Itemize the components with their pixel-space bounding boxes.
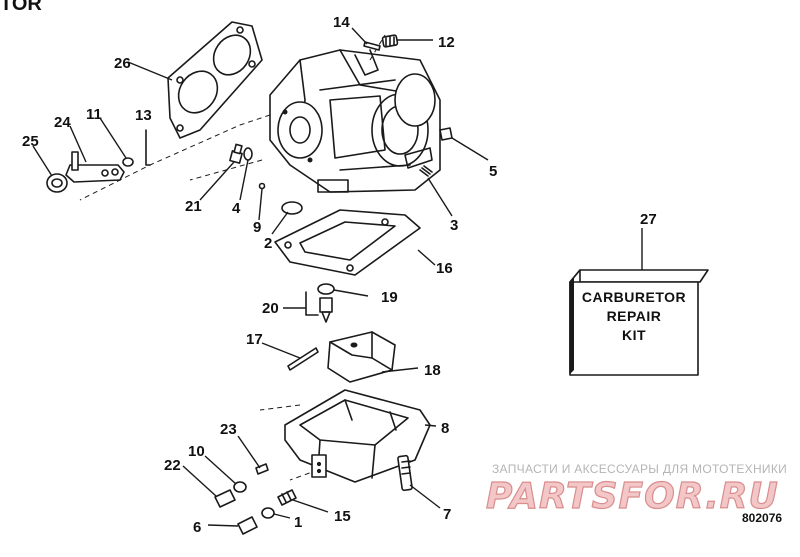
callout-18: 18 <box>424 362 441 379</box>
part-17-float-pin <box>287 347 319 371</box>
part-15-screw <box>277 489 297 506</box>
part-7-bolt <box>397 454 413 492</box>
watermark: ЗАПЧАСТИ И АКСЕССУАРЫ ДЛЯ МОТОТЕХНИКИ PA… <box>485 462 787 518</box>
callout-8: 8 <box>441 420 449 437</box>
callout-17: 17 <box>246 331 263 348</box>
part-25-ball-socket <box>46 173 68 193</box>
part-4-washer <box>243 147 253 161</box>
callout-6: 6 <box>193 519 201 536</box>
part-14-pin <box>363 41 381 51</box>
callout-7: 7 <box>443 506 451 523</box>
callout-5: 5 <box>489 163 497 180</box>
callout-27: 27 <box>640 211 657 228</box>
callout-9: 9 <box>253 219 261 236</box>
part-16-float-bowl-gasket <box>274 209 421 276</box>
part-1-gasket <box>261 507 275 519</box>
callout-13: 13 <box>135 107 152 124</box>
part-24-throttle-link <box>65 151 125 183</box>
callout-labels: 26 14 12 5 3 11 13 24 25 21 4 9 2 16 19 … <box>22 14 657 536</box>
part-26-flange-gasket <box>167 21 263 139</box>
callout-10: 10 <box>188 443 205 460</box>
part-3-spring <box>419 165 433 177</box>
part-23-screw <box>255 463 269 475</box>
callout-20: 20 <box>262 300 279 317</box>
watermark-tagline: ЗАПЧАСТИ И АКСЕССУАРЫ ДЛЯ МОТОТЕХНИКИ <box>492 462 787 476</box>
callout-4: 4 <box>232 200 241 217</box>
watermark-brand: PARTSFOR.RU <box>486 476 779 517</box>
callout-23: 23 <box>220 421 237 438</box>
callout-3: 3 <box>450 217 458 234</box>
callout-21: 21 <box>185 198 202 215</box>
part-11-washer <box>122 157 134 167</box>
callout-19: 19 <box>381 289 398 306</box>
part-22-drain-plug <box>214 489 236 508</box>
dashed-alignment-line <box>259 404 301 411</box>
part-21-jet <box>229 143 243 164</box>
callout-24: 24 <box>54 114 71 131</box>
figure-code: 802076 <box>742 511 782 525</box>
part-8-float-bowl <box>284 389 431 483</box>
callout-14: 14 <box>333 14 350 31</box>
callout-2: 2 <box>264 235 272 252</box>
part-27-repair-kit-box: CARBURETOR REPAIR KIT <box>569 269 709 376</box>
part-5-screw <box>439 127 453 141</box>
part-18-float <box>327 331 396 383</box>
page-title-fragment: TOR <box>0 0 42 15</box>
carburetor-body <box>269 49 441 193</box>
part-19-gasket-ring <box>317 283 335 295</box>
kit-label-line2: REPAIR <box>607 308 662 324</box>
part-20-needle-and-seat <box>305 291 333 323</box>
callout-16: 16 <box>436 260 453 277</box>
callout-12: 12 <box>438 34 455 51</box>
callout-15: 15 <box>334 508 351 525</box>
callout-11: 11 <box>86 106 102 123</box>
part-10-gasket <box>233 481 247 493</box>
callout-1: 1 <box>294 514 302 531</box>
part-9-check-ball <box>258 182 266 190</box>
callout-26: 26 <box>114 55 131 72</box>
part-12-screw <box>381 34 399 48</box>
leader-lines <box>32 27 643 527</box>
part-13-pin <box>145 129 151 166</box>
part-2-disc <box>281 201 303 215</box>
kit-label-line3: KIT <box>622 327 646 343</box>
callout-25: 25 <box>22 133 39 150</box>
callout-22: 22 <box>164 457 181 474</box>
kit-label-line1: CARBURETOR <box>582 289 686 305</box>
dashed-alignment-line <box>369 34 386 61</box>
part-6-plug <box>237 516 258 535</box>
